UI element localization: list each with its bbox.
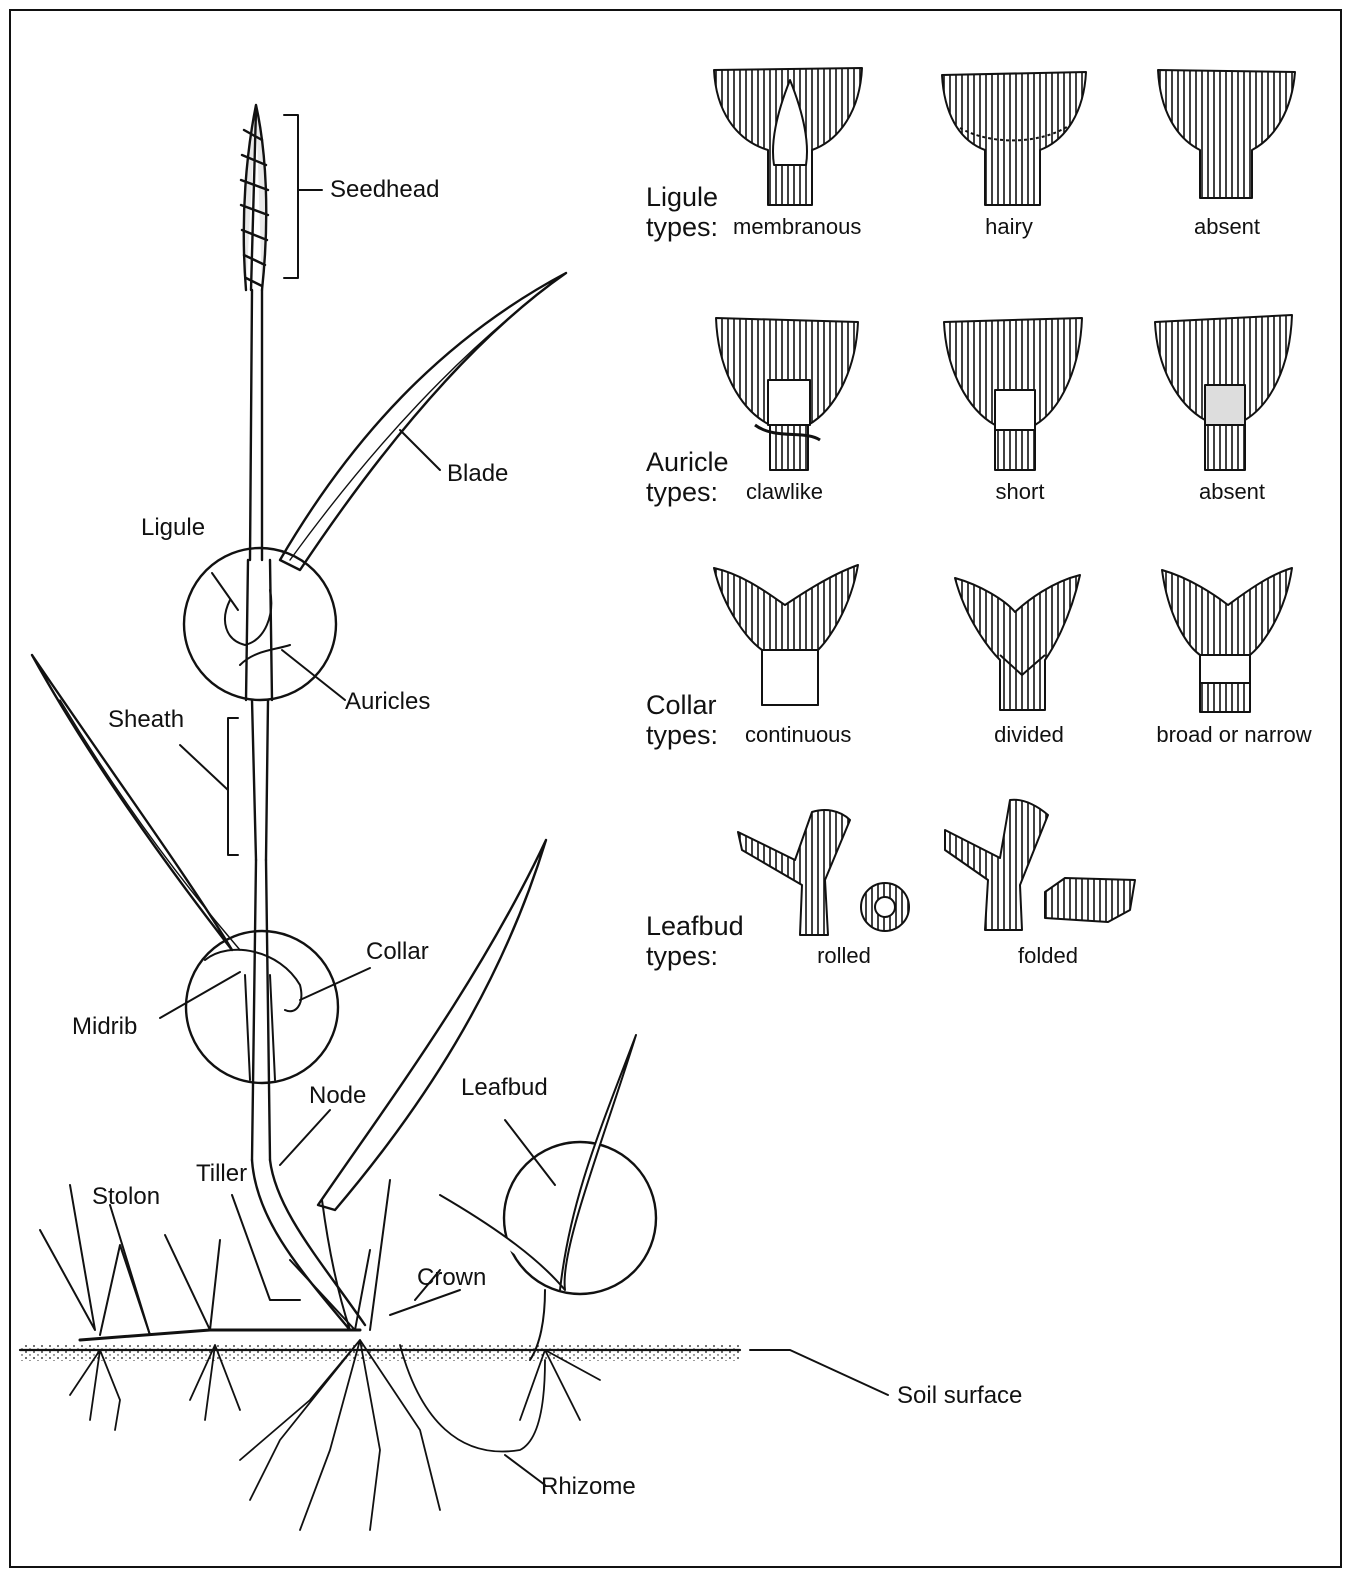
soil-band <box>20 1345 740 1361</box>
roots <box>70 1340 600 1530</box>
seedhead-drawing <box>241 105 268 290</box>
collar-option-continuous: continuous <box>745 724 851 746</box>
collar-option-divided: divided <box>994 724 1064 746</box>
leafbud-folded-drawing <box>945 800 1135 930</box>
ligule-absent-drawing <box>1158 70 1295 198</box>
ligule-hairy-drawing <box>942 72 1086 205</box>
sheath-label: Sheath <box>108 708 184 732</box>
seedhead-label: Seedhead <box>330 178 439 202</box>
ligule-option-hairy: hairy <box>985 216 1033 238</box>
ligule-types-title: Ligule types: <box>646 182 718 242</box>
collar-title-line2: types: <box>646 720 718 750</box>
collar-option-broad-or-narrow: broad or narrow <box>1156 724 1311 746</box>
ligule-title-line2: types: <box>646 212 718 242</box>
leafbud-label: Leafbud <box>461 1076 548 1100</box>
blade-drawing <box>280 273 566 570</box>
ligule-label: Ligule <box>141 516 205 540</box>
seedhead-bracket <box>284 115 322 278</box>
auricle-option-clawlike: clawlike <box>746 481 823 503</box>
rhizome-label: Rhizome <box>541 1475 636 1499</box>
collar-label: Collar <box>366 940 429 964</box>
leafbud-rolled-drawing <box>738 810 909 935</box>
sheath-bracket <box>180 718 238 855</box>
ligule-option-absent: absent <box>1194 216 1260 238</box>
ligule-zoom-circle <box>184 548 336 700</box>
node-label: Node <box>309 1084 366 1108</box>
blade-label: Blade <box>447 462 508 486</box>
leafbud-option-folded: folded <box>1018 945 1078 967</box>
auricles-label: Auricles <box>345 690 430 714</box>
crown-label: Crown <box>417 1266 486 1290</box>
collar-continuous-drawing <box>714 565 858 705</box>
left-leaf <box>32 655 232 950</box>
collar-types-title: Collar types: <box>646 690 718 750</box>
ligule-title-line1: Ligule <box>646 182 718 212</box>
soil-surface-label: Soil surface <box>897 1384 1022 1408</box>
collar-broad-or-narrow-drawing <box>1162 568 1292 712</box>
auricle-short-drawing <box>944 318 1082 470</box>
auricle-option-absent: absent <box>1199 481 1265 503</box>
leafbud-title-line1: Leafbud <box>646 911 744 941</box>
ligule-membranous-drawing <box>714 68 862 205</box>
auricle-title-line2: types: <box>646 477 729 507</box>
auricle-clawlike-drawing <box>716 318 858 470</box>
tiller-leaf <box>318 840 546 1210</box>
tiller-label: Tiller <box>196 1162 247 1186</box>
leafbud-types-title: Leafbud types: <box>646 911 744 971</box>
leafbud-option-rolled: rolled <box>817 945 871 967</box>
auricle-types-title: Auricle types: <box>646 447 729 507</box>
stolon-label: Stolon <box>92 1185 160 1209</box>
midrib-label: Midrib <box>72 1015 137 1039</box>
auricle-title-line1: Auricle <box>646 447 729 477</box>
collar-divided-drawing <box>955 575 1080 710</box>
auricle-option-short: short <box>996 481 1045 503</box>
auricle-absent-drawing <box>1155 315 1292 470</box>
ligule-option-membranous: membranous <box>733 216 861 238</box>
leafbud-zoom-circle <box>504 1142 656 1294</box>
main-stem <box>250 290 262 560</box>
collar-title-line1: Collar <box>646 690 718 720</box>
leafbud-title-line2: types: <box>646 941 744 971</box>
